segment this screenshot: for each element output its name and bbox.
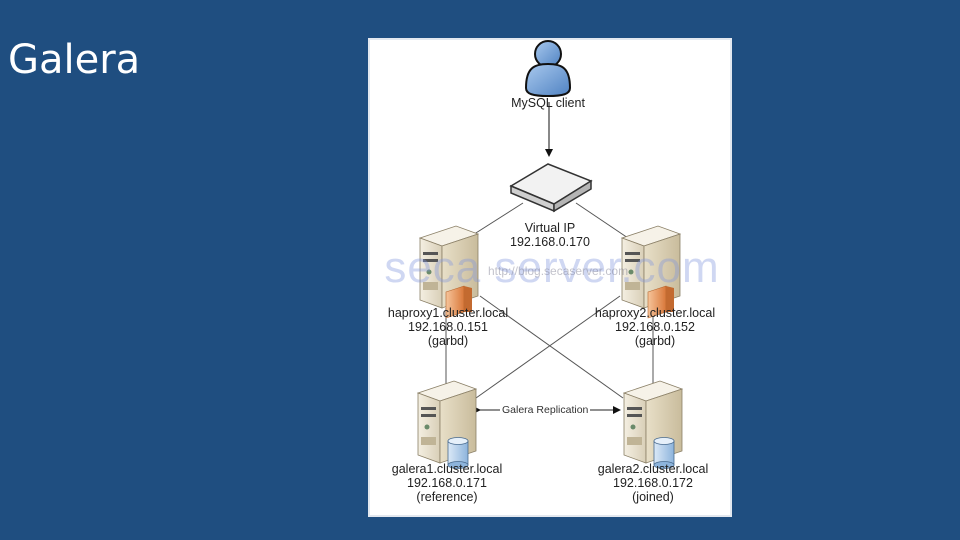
watermark-url: http://blog.secaserver.com <box>488 264 629 278</box>
architecture-diagram: seca server.com http://blog.secaserver.c… <box>368 38 732 517</box>
haproxy1-to-galera2-line <box>479 295 624 399</box>
replication-label: Galera Replication <box>500 404 591 416</box>
vip-ip: 192.168.0.170 <box>510 235 590 249</box>
haproxy2-to-galera1-line <box>475 295 621 399</box>
vip-to-haproxy2-line <box>575 202 629 239</box>
haproxy2-host: haproxy2.cluster.local <box>594 306 716 320</box>
slide-title: Galera <box>8 37 141 83</box>
haproxy1-ip: 192.168.0.151 <box>408 320 488 334</box>
galera1-role: (reference) <box>416 490 478 504</box>
connections <box>445 102 654 414</box>
galera2-label: galera2.cluster.local 192.168.0.172 (joi… <box>598 462 708 504</box>
user-icon <box>524 40 572 98</box>
galera1-ip: 192.168.0.171 <box>407 476 487 490</box>
client-name: MySQL client <box>511 96 585 110</box>
watermark: seca server.com <box>384 243 720 292</box>
vip-label: Virtual IP 192.168.0.170 <box>510 221 590 249</box>
haproxy1-label: haproxy1.cluster.local 192.168.0.151 (ga… <box>388 306 508 348</box>
diagram-canvas <box>416 40 684 469</box>
galera1-host: galera1.cluster.local <box>391 462 503 476</box>
galera2-role: (joined) <box>632 490 674 504</box>
vip-name: Virtual IP <box>524 221 576 235</box>
galera1-label: galera1.cluster.local 192.168.0.171 (ref… <box>392 462 502 504</box>
client-label: MySQL client <box>511 96 585 110</box>
server-icon <box>418 225 480 319</box>
haproxy2-role: (garbd) <box>634 334 676 348</box>
haproxy1-role: (garbd) <box>427 334 469 348</box>
vip-to-haproxy1-line <box>467 202 524 239</box>
switch-icon <box>509 163 593 213</box>
haproxy2-label: haproxy2.cluster.local 192.168.0.152 (ga… <box>595 306 715 348</box>
haproxy2-ip: 192.168.0.152 <box>615 320 695 334</box>
server-icon <box>620 225 682 319</box>
galera2-ip: 192.168.0.172 <box>613 476 693 490</box>
haproxy1-host: haproxy1.cluster.local <box>387 306 509 320</box>
database-server-icon <box>416 380 478 469</box>
database-server-icon <box>622 380 684 469</box>
galera2-host: galera2.cluster.local <box>597 462 709 476</box>
